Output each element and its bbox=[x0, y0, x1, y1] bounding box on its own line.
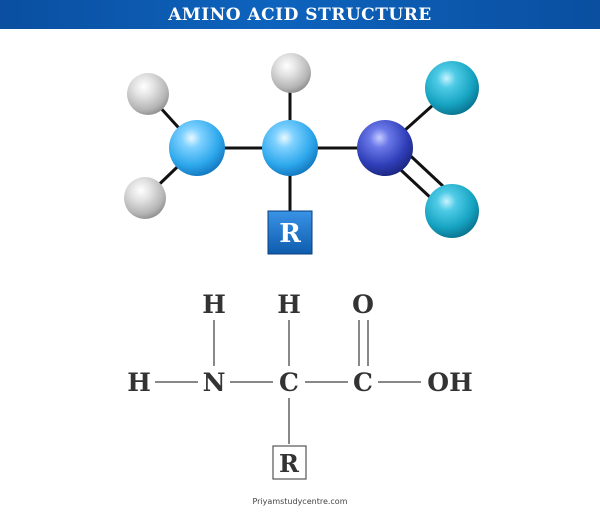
formula-c-alpha: C bbox=[279, 368, 299, 397]
carboxyl-carbon-atom bbox=[357, 120, 413, 176]
formula-n: N bbox=[203, 368, 226, 397]
r-group-label: R bbox=[279, 219, 301, 249]
formula-c-carboxyl: C bbox=[353, 368, 373, 397]
oxygen-atom-top bbox=[425, 61, 479, 115]
hydrogen-atom-top-left bbox=[127, 73, 169, 115]
formula-labels: H H O H N C C OH R bbox=[127, 290, 473, 480]
page-title: AMINO ACID STRUCTURE bbox=[168, 4, 432, 25]
formula-h-top-left: H bbox=[202, 290, 226, 319]
alpha-carbon-atom bbox=[262, 120, 318, 176]
hydrogen-atom-bottom-left bbox=[124, 177, 166, 219]
formula-h-left: H bbox=[127, 368, 151, 397]
formula-r-group: R bbox=[279, 449, 300, 478]
credit-text: Priyamstudycentre.com bbox=[252, 497, 348, 506]
formula-oh: OH bbox=[427, 368, 472, 397]
nitrogen-atom bbox=[169, 120, 225, 176]
hydrogen-atom-top bbox=[271, 53, 311, 93]
formula-h-top-mid: H bbox=[277, 290, 301, 319]
formula-bonds bbox=[155, 320, 421, 444]
model-atoms: R bbox=[124, 53, 479, 255]
oxygen-atom-bottom bbox=[425, 184, 479, 238]
formula-o-top: O bbox=[352, 290, 374, 319]
formula-r-box bbox=[272, 445, 307, 480]
title-banner: AMINO ACID STRUCTURE bbox=[0, 0, 600, 29]
r-group-box bbox=[267, 210, 313, 255]
